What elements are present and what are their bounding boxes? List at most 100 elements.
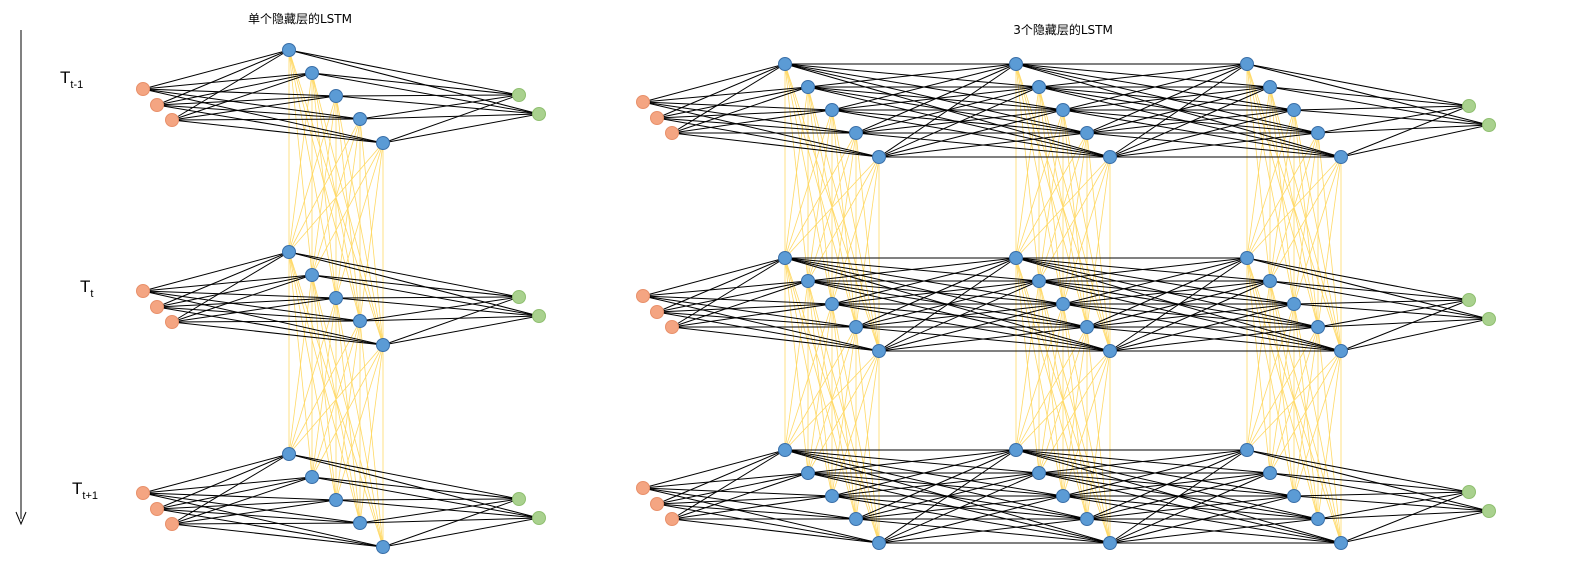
recurrent-edge bbox=[784, 132, 857, 259]
forward-edge bbox=[335, 94, 520, 97]
forward-edge bbox=[642, 101, 880, 158]
forward-edge bbox=[142, 88, 384, 144]
forward-edge bbox=[156, 104, 384, 144]
forward-edge bbox=[311, 72, 520, 96]
forward-edge bbox=[171, 522, 361, 525]
hidden-node bbox=[1056, 297, 1070, 311]
forward-edge bbox=[1317, 124, 1490, 134]
forward-edge bbox=[642, 487, 857, 520]
forward-edge bbox=[359, 113, 540, 120]
time-label-base: T bbox=[60, 68, 70, 87]
forward-edge bbox=[671, 257, 786, 328]
forward-edge bbox=[1293, 109, 1490, 126]
forward-edge bbox=[382, 498, 520, 548]
forward-edge bbox=[382, 517, 540, 548]
forward-edge bbox=[156, 274, 313, 308]
forward-edge bbox=[855, 449, 1017, 520]
hidden-node bbox=[872, 344, 886, 358]
forward-edge bbox=[671, 303, 833, 328]
forward-edge bbox=[642, 295, 857, 328]
forward-edge bbox=[171, 274, 313, 323]
forward-edge bbox=[171, 95, 337, 121]
output-node bbox=[532, 309, 546, 323]
recurrent-edge bbox=[1293, 350, 1342, 497]
forward-edge bbox=[1246, 63, 1490, 126]
forward-edge bbox=[1246, 449, 1490, 512]
recurrent-edge bbox=[807, 156, 880, 282]
forward-edge bbox=[142, 290, 384, 346]
input-node bbox=[165, 517, 179, 531]
recurrent-edge bbox=[807, 350, 880, 474]
input-node bbox=[665, 512, 679, 526]
time-label-sub: t-1 bbox=[70, 79, 83, 91]
forward-edge bbox=[642, 472, 809, 489]
forward-edge bbox=[1109, 63, 1248, 158]
output-node bbox=[512, 492, 526, 506]
recurrent-edge bbox=[1062, 156, 1111, 305]
recurrent-edges bbox=[288, 49, 1342, 548]
input-node bbox=[136, 82, 150, 96]
input-node bbox=[650, 497, 664, 511]
hidden-node bbox=[872, 150, 886, 164]
forward-edge bbox=[1293, 299, 1470, 305]
forward-edge bbox=[642, 63, 786, 103]
hidden-node bbox=[282, 43, 296, 57]
forward-edge bbox=[671, 63, 786, 134]
hidden-node bbox=[1080, 320, 1094, 334]
forward-edge bbox=[878, 132, 1088, 158]
recurrent-edge bbox=[311, 344, 384, 478]
hidden-node bbox=[1032, 466, 1046, 480]
forward-edge bbox=[382, 94, 520, 144]
forward-edge bbox=[671, 495, 833, 520]
forward-edge bbox=[142, 72, 313, 90]
forward-edge bbox=[642, 86, 809, 103]
forward-edge bbox=[1109, 518, 1319, 544]
forward-edge bbox=[1038, 63, 1248, 88]
forward-edge bbox=[142, 88, 337, 97]
hidden-node bbox=[1056, 103, 1070, 117]
forward-edge bbox=[642, 101, 833, 111]
recurrent-edge bbox=[807, 303, 833, 474]
forward-edge bbox=[311, 72, 540, 115]
forward-edge bbox=[171, 251, 290, 323]
forward-edge bbox=[1086, 449, 1248, 520]
hidden-node bbox=[1311, 320, 1325, 334]
forward-edge bbox=[142, 453, 290, 494]
forward-edge bbox=[156, 72, 313, 106]
forward-edge bbox=[142, 492, 337, 501]
recurrent-edge bbox=[1015, 350, 1111, 451]
recurrent-edge bbox=[1246, 303, 1295, 451]
forward-edge bbox=[1109, 495, 1295, 544]
hidden-node bbox=[778, 57, 792, 71]
recurrent-edge bbox=[288, 274, 313, 455]
hidden-node bbox=[849, 320, 863, 334]
forward-edge bbox=[656, 280, 809, 313]
forward-edge bbox=[335, 499, 540, 519]
input-node bbox=[150, 502, 164, 516]
hidden-node bbox=[778, 251, 792, 265]
forward-edge bbox=[142, 476, 313, 494]
forward-edge bbox=[1246, 257, 1470, 301]
forward-edge bbox=[656, 495, 833, 505]
time-arrow bbox=[15, 30, 27, 526]
time-label-t-minus-1: Tt-1 bbox=[60, 68, 83, 91]
hidden-node bbox=[1080, 126, 1094, 140]
forward-edge bbox=[156, 297, 337, 308]
hidden-node bbox=[353, 516, 367, 530]
forward-edge bbox=[656, 303, 833, 313]
recurrent-edge bbox=[288, 344, 384, 455]
forward-edge bbox=[1340, 124, 1490, 158]
forward-edge bbox=[671, 449, 786, 520]
hidden-node bbox=[1009, 57, 1023, 71]
forward-edge bbox=[156, 453, 290, 510]
time-label-base: T bbox=[72, 479, 82, 498]
forward-edge bbox=[288, 251, 540, 317]
forward-edge bbox=[142, 274, 313, 292]
hidden-node bbox=[305, 470, 319, 484]
hidden-node bbox=[1009, 443, 1023, 457]
recurrent-edge bbox=[1038, 109, 1064, 282]
forward-edge bbox=[171, 297, 337, 323]
recurrent-edge bbox=[1269, 350, 1342, 474]
recurrent-edge bbox=[1317, 156, 1342, 328]
